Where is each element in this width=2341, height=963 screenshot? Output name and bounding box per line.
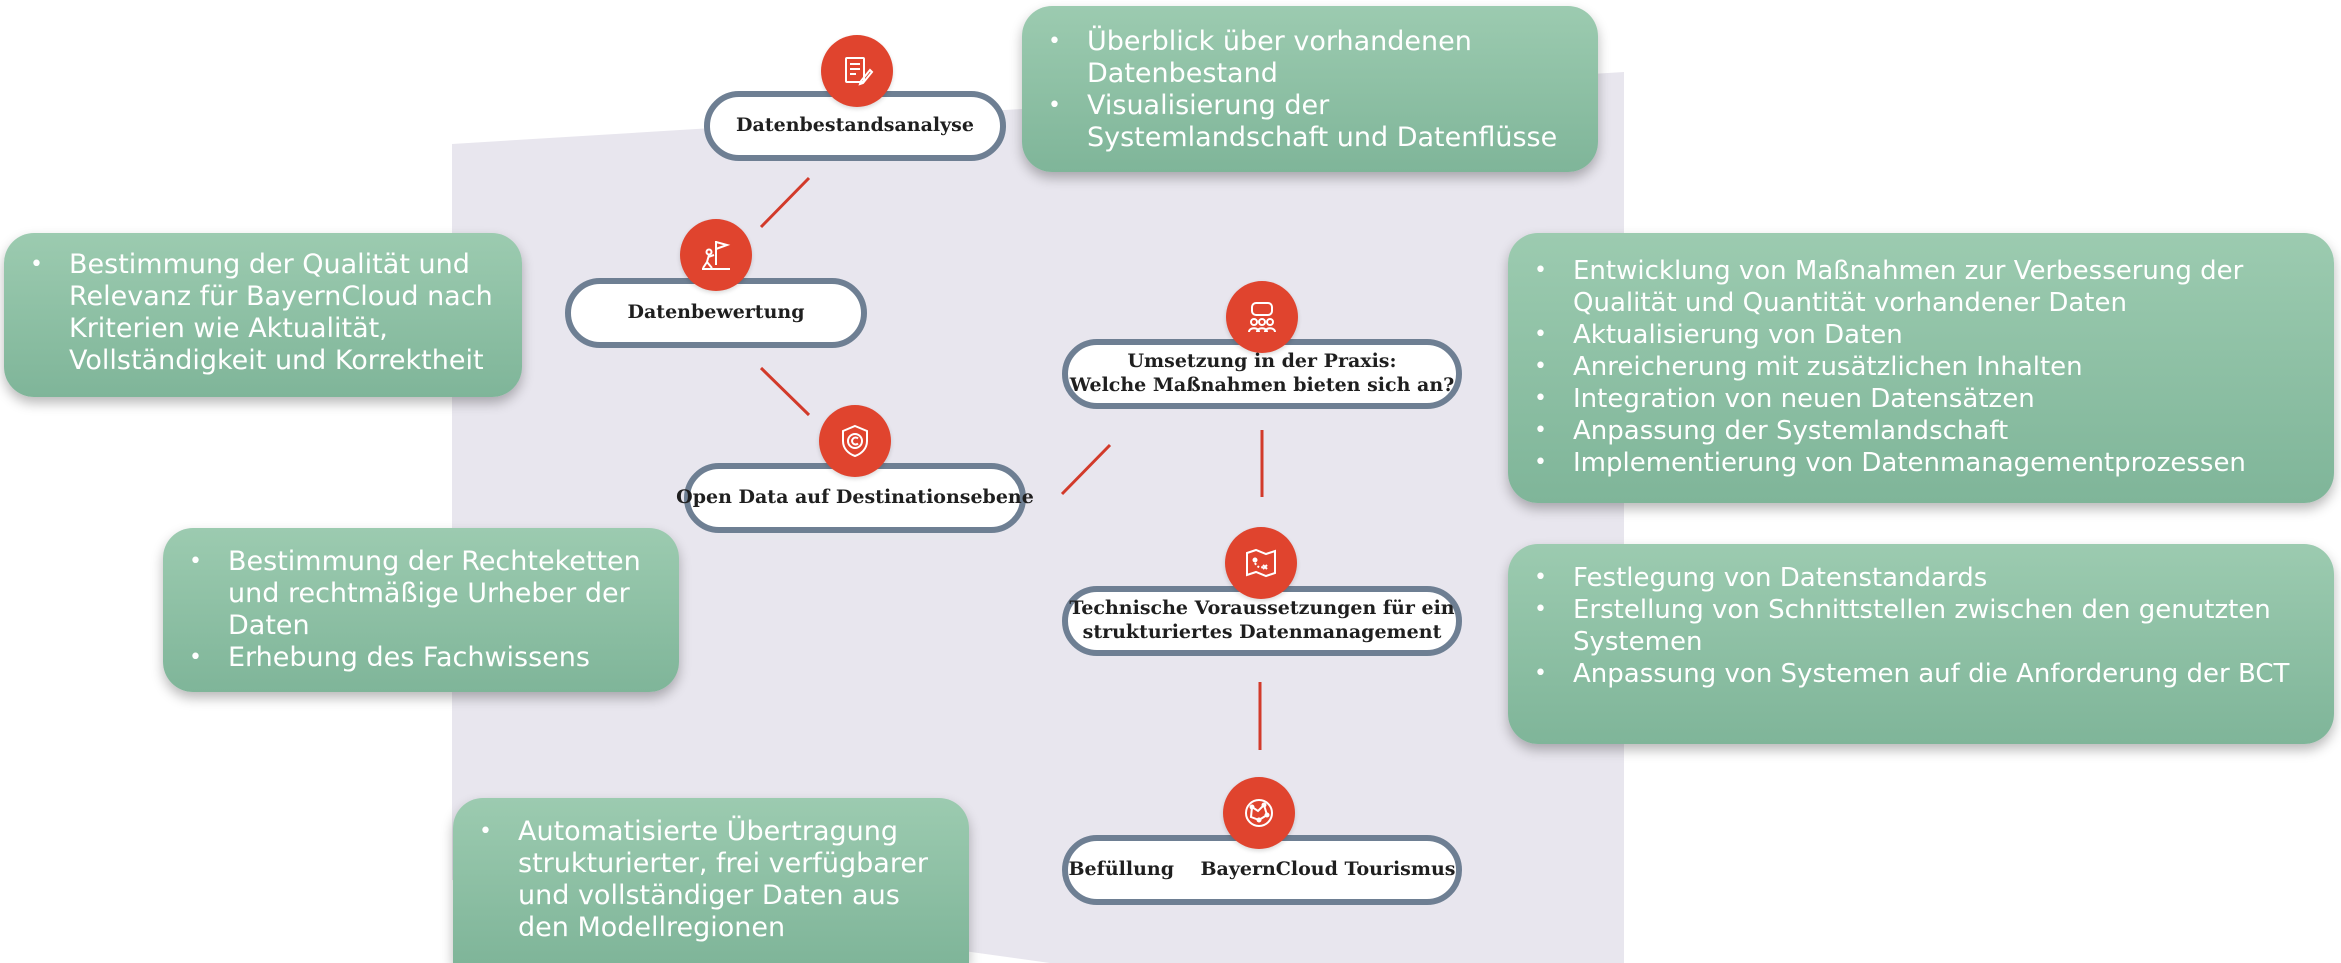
connector-analyse-bewertung <box>759 176 811 229</box>
box-open-data: Bestimmung der Rechteketten und rechtmäß… <box>163 528 679 692</box>
bullet-item: Anpassung der Systemlandschaft <box>1528 415 2324 447</box>
bullet-item: Bestimmung der Qualität und Relevanz für… <box>24 249 502 377</box>
bullet-item: Festlegung von Datenstandards <box>1528 562 2324 594</box>
node-umsetzung: Umsetzung in der Praxis: Welche Maßnahme… <box>1062 339 1462 409</box>
bullet-item: Integration von neuen Datensätzen <box>1528 383 2324 415</box>
copyright-shield-icon <box>819 405 891 477</box>
meeting-people-icon <box>1226 281 1298 353</box>
connector-opendata-umsetzung <box>1060 443 1112 496</box>
globe-network-icon <box>1223 777 1295 849</box>
box-befuellung: Automatisierte Übertragung strukturierte… <box>453 798 969 963</box>
bullet-item: Bestimmung der Rechteketten und rechtmäß… <box>183 546 659 642</box>
bullet-item: Aktualisierung von Daten <box>1528 319 2324 351</box>
bullet-item: Überblick über vorhandenen Datenbestand <box>1042 26 1578 90</box>
bullet-item: Visualisierung der Systemlandschaft und … <box>1042 90 1578 154</box>
bullet-item: Anreicherung mit zusätzlichen Inhalten <box>1528 351 2324 383</box>
bullet-item: Erstellung von Schnittstellen zwischen d… <box>1528 594 2324 658</box>
document-pen-icon <box>821 35 893 107</box>
bullet-item: Entwicklung von Maßnahmen zur Verbesseru… <box>1528 255 2324 319</box>
bullet-item: Implementierung von Datenmanagementproze… <box>1528 447 2324 479</box>
connector-bewertung-opendata <box>759 366 811 417</box>
box-datenbestandsanalyse: Überblick über vorhandenen Datenbestand … <box>1022 6 1598 172</box>
box-technische: Festlegung von Datenstandards Erstellung… <box>1508 544 2334 744</box>
box-datenbewertung: Bestimmung der Qualität und Relevanz für… <box>4 233 522 397</box>
box-umsetzung: Entwicklung von Maßnahmen zur Verbesseru… <box>1508 233 2334 503</box>
bullet-item: Anpassung von Systemen auf die Anforderu… <box>1528 658 2324 690</box>
map-icon <box>1225 527 1297 599</box>
flag-climber-icon <box>680 219 752 291</box>
bullet-item: Automatisierte Übertragung strukturierte… <box>473 816 949 944</box>
bullet-item: Erhebung des Fachwissens <box>183 642 659 674</box>
